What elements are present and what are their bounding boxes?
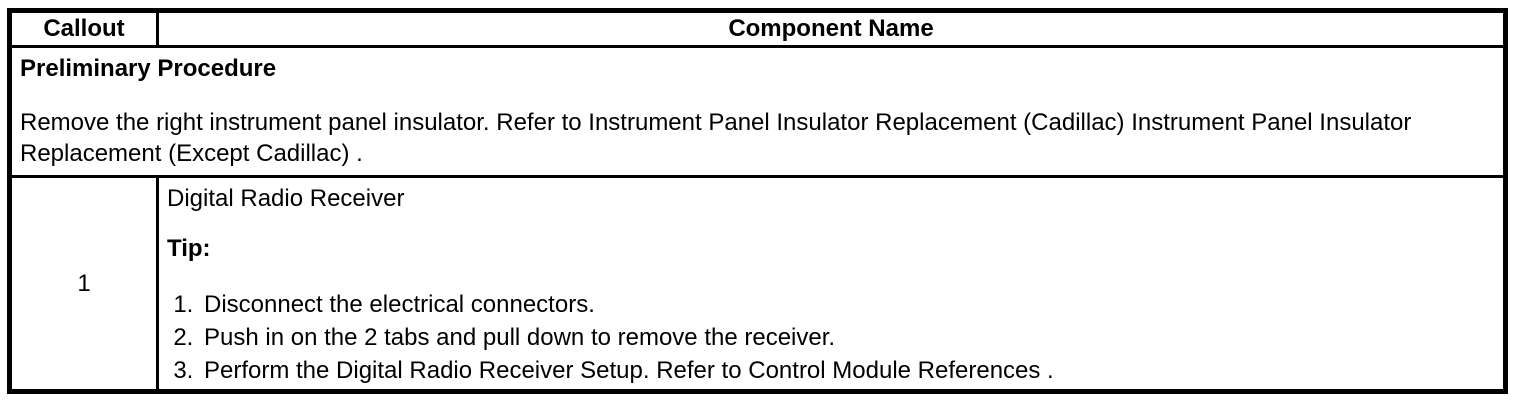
- preliminary-procedure-row: Preliminary Procedure Remove the right i…: [12, 48, 1503, 178]
- table-row: 1 Digital Radio Receiver Tip: Disconnect…: [12, 178, 1503, 389]
- component-name-text: Digital Radio Receiver: [167, 185, 405, 212]
- callout-number-cell: 1: [12, 178, 159, 389]
- tip-step-item: Disconnect the electrical connectors.: [200, 288, 1495, 321]
- component-name-column-header: Component Name: [728, 15, 934, 42]
- tip-step-item: Perform the Digital Radio Receiver Setup…: [200, 354, 1495, 387]
- tip-label: Tip:: [167, 235, 211, 262]
- component-cell: Digital Radio Receiver Tip: Disconnect t…: [159, 178, 1503, 389]
- preliminary-procedure-cell: Preliminary Procedure Remove the right i…: [12, 48, 1503, 175]
- table-header-row: Callout Component Name: [12, 13, 1503, 48]
- preliminary-procedure-title: Preliminary Procedure: [20, 55, 277, 82]
- callout-column-header: Callout: [12, 13, 159, 45]
- tip-steps-list: Disconnect the electrical connectors. Pu…: [167, 288, 1495, 387]
- callout-component-table: Callout Component Name Preliminary Proce…: [7, 8, 1508, 394]
- preliminary-procedure-text: Remove the right instrument panel insula…: [20, 109, 1412, 167]
- tip-step-item: Push in on the 2 tabs and pull down to r…: [200, 321, 1495, 354]
